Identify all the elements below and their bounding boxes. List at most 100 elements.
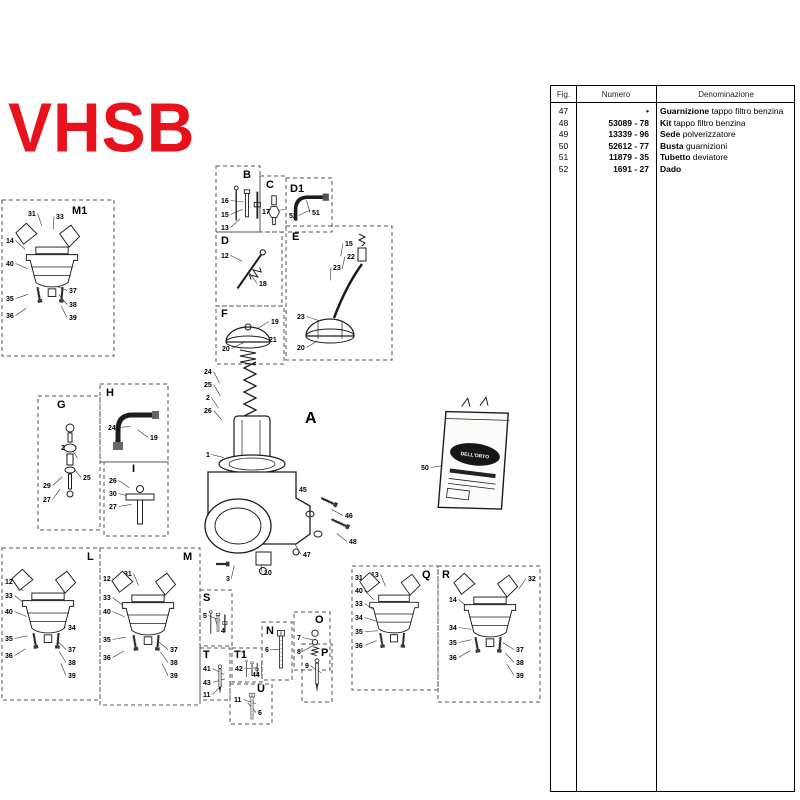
callout-leader-line	[302, 637, 316, 641]
part-number: 34	[355, 615, 363, 622]
fig-number: 50	[558, 140, 569, 151]
callout-leader-line	[380, 574, 386, 587]
part-number: 27	[43, 497, 51, 504]
callout-leader-line	[213, 410, 223, 421]
callout-leader-line	[518, 578, 527, 590]
part-number: 45	[299, 487, 307, 494]
callout-leader-line	[341, 256, 346, 270]
part-number: 36	[6, 313, 14, 320]
callout-leader-line	[118, 480, 130, 489]
callout-leader-line	[15, 294, 29, 299]
callout-leader-line	[340, 243, 344, 257]
callout-leader-line	[230, 200, 244, 203]
sketch-needle	[236, 249, 266, 289]
part-number: 36	[449, 655, 457, 662]
sketch-needle2	[217, 664, 223, 694]
callout-leader-line	[257, 321, 270, 329]
part-number: 6	[265, 647, 269, 654]
part-number: 39	[516, 673, 524, 680]
part-number: 35	[5, 636, 13, 643]
part-number: 14	[6, 238, 14, 245]
part-desc: tappo filtro benzina	[711, 106, 784, 116]
callout-leader-line	[330, 267, 332, 281]
part-number: 35	[449, 640, 457, 647]
part-name: Dado	[660, 163, 682, 174]
part-number: 40	[355, 588, 363, 595]
part-number: 15	[345, 241, 353, 248]
section-box	[1, 199, 115, 357]
part-number: 52	[289, 213, 297, 220]
part-number: 21	[269, 337, 277, 344]
callout-leader-line	[112, 597, 124, 606]
section-label: D1	[290, 183, 304, 195]
part-number: 3	[226, 576, 230, 583]
part-number: 24	[108, 425, 116, 432]
part-code: 53089 - 78	[608, 117, 649, 128]
part-number: 22	[347, 254, 355, 261]
part-number: 19	[150, 435, 158, 442]
sketch-tee	[125, 485, 155, 525]
header-numero: Numero	[601, 90, 631, 99]
part-code: 52612 - 77	[608, 140, 649, 151]
part-number: 35	[6, 296, 14, 303]
part-number: 30	[109, 491, 117, 498]
callout-leader-line	[52, 216, 55, 230]
part-denomination: Busta guarnizioni	[660, 141, 794, 153]
part-number: 31	[28, 211, 36, 218]
part-number: 31	[355, 575, 363, 582]
section-label: M	[183, 551, 192, 563]
part-number: 5	[203, 613, 207, 620]
section-box	[99, 383, 169, 463]
part-number: 13	[221, 225, 229, 232]
part-number: 34	[68, 625, 76, 632]
part-number: 1	[206, 452, 210, 459]
part-number: 44	[252, 672, 260, 679]
screw-sketch	[400, 632, 406, 648]
callout-leader-line	[52, 488, 61, 500]
part-number: 20	[222, 346, 230, 353]
part-number: 43	[203, 680, 211, 687]
part-number: 8	[297, 649, 301, 656]
part-denomination: Kit tappo filtro benzina	[660, 118, 794, 130]
part-number: 18	[259, 281, 267, 288]
part-number: 35	[103, 637, 111, 644]
part-number: 26	[204, 408, 212, 415]
part-number: 25	[204, 382, 212, 389]
part-number: 35	[355, 629, 363, 636]
part-number: 13	[371, 572, 379, 579]
callout-leader-line	[458, 639, 472, 643]
part-number: 38	[68, 660, 76, 667]
callout-leader-line	[231, 342, 244, 349]
section-label: U	[257, 683, 265, 695]
part-code: •	[646, 106, 649, 116]
screw-sketch	[320, 497, 339, 508]
fig-number: 52	[558, 163, 569, 174]
section-label: L	[87, 551, 94, 563]
section-label: C	[266, 179, 274, 191]
callout-leader-line	[112, 611, 125, 618]
sketch-needle2	[314, 658, 320, 692]
section-label: B	[243, 169, 251, 181]
part-number: 11	[234, 697, 242, 704]
callout-leader-line	[15, 307, 27, 316]
section-P: P9	[301, 643, 333, 703]
part-number: 36	[5, 653, 13, 660]
sketch-tube	[293, 193, 329, 221]
table-row: 48 53089 - 78 Kit tappo filtro benzina	[551, 118, 794, 130]
packet-brand-text: DELL'ORTO	[460, 451, 489, 460]
section-box	[199, 589, 233, 647]
table-row: 51 11879 - 35 Tubetto deviatore	[551, 152, 794, 164]
table-row: 52 1691 - 27 Dado	[551, 164, 794, 176]
table-row: 47 • Guarnizione tappo filtro benzina	[551, 106, 794, 118]
part-number: 9	[305, 663, 309, 670]
section-label: M1	[72, 205, 87, 217]
part-number: 39	[69, 315, 77, 322]
fig-number: 49	[558, 129, 569, 139]
parts-table: Fig. Numero Denominazione 47 • Guarnizio…	[550, 85, 795, 792]
fig-number: 47	[558, 106, 569, 116]
part-number: 34	[449, 625, 457, 632]
callout-leader-line	[212, 668, 225, 675]
